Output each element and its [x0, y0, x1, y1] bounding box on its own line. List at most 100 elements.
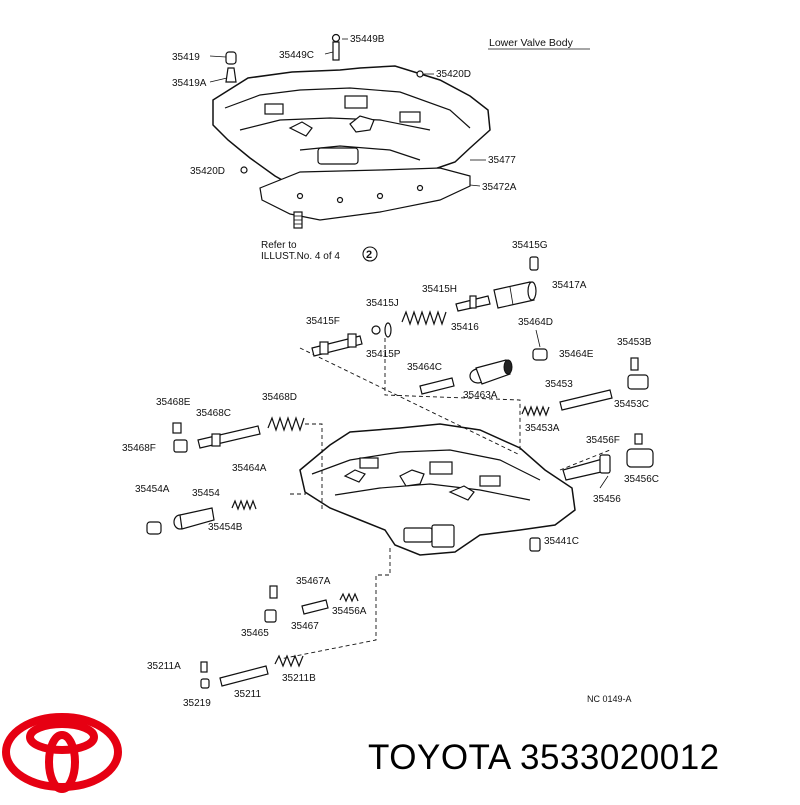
plug-icon: [146, 521, 162, 535]
lower-valve-body: [299, 423, 576, 556]
separator-plate: [259, 167, 471, 221]
label-35468D: 35468D: [262, 392, 297, 403]
label-35477: 35477: [488, 155, 516, 166]
refer-line2: ILLUST.No. 4 of 4: [261, 251, 340, 262]
assembly-line: [274, 548, 391, 661]
label-35415P: 35415P: [366, 349, 401, 360]
brand-line: TOYOTA 3533020012: [368, 738, 720, 778]
part-number: 3533020012: [519, 738, 720, 777]
brand-name: TOYOTA: [368, 738, 510, 777]
label-35420D-left: 35420D: [190, 166, 225, 177]
spring-icon: [521, 405, 550, 417]
valve-icon: [197, 425, 261, 449]
label-35415H: 35415H: [422, 284, 457, 295]
drawing-code: NC 0149-A: [587, 694, 632, 704]
label-35464C: 35464C: [407, 362, 442, 373]
label-35219: 35219: [183, 698, 211, 709]
pin-icon: [634, 433, 643, 445]
label-35453B: 35453B: [617, 337, 652, 348]
assembly-line: [299, 347, 521, 456]
label-35416: 35416: [451, 322, 479, 333]
bolt-icon: [293, 211, 303, 229]
label-35464E: 35464E: [559, 349, 594, 360]
label-35211: 35211: [234, 689, 262, 700]
toyota-logo: [2, 713, 122, 793]
pin-icon: [269, 585, 278, 599]
sleeve-icon: [493, 281, 537, 309]
check-ball-icon: [209, 51, 237, 83]
plug-icon: [240, 166, 248, 174]
sleeve-icon: [627, 374, 649, 390]
valve-icon: [562, 454, 611, 481]
label-35456A: 35456A: [332, 606, 367, 617]
spring-icon: [339, 592, 359, 603]
label-35456F: 35456F: [586, 435, 620, 446]
pin-icon: [324, 33, 348, 61]
spring-seat-icon: [529, 256, 539, 271]
assembly-line: [305, 423, 323, 512]
label-35420D-top: 35420D: [436, 69, 471, 80]
label-35454B: 35454B: [208, 522, 243, 533]
refer-line1: Refer to: [261, 240, 297, 251]
spring-icon: [401, 310, 447, 326]
label-35417A: 35417A: [552, 280, 587, 291]
spring-icon: [231, 499, 257, 511]
valve-icon: [219, 665, 269, 687]
pin-icon: [200, 661, 208, 673]
label-35468C: 35468C: [196, 408, 231, 419]
label-35454: 35454: [192, 488, 220, 499]
label-35211A: 35211A: [147, 661, 181, 672]
valve-icon: [469, 359, 513, 385]
plug-icon: [532, 348, 548, 361]
label-35456: 35456: [593, 494, 621, 505]
diagram-title: Lower Valve Body: [489, 37, 574, 49]
plug-icon: [529, 537, 541, 552]
label-35453C: 35453C: [614, 399, 649, 410]
label-35464D: 35464D: [518, 317, 553, 328]
upper-valve-body: [212, 65, 491, 195]
plug-icon: [264, 609, 277, 623]
label-35449C: 35449C: [279, 50, 314, 61]
label-35467A: 35467A: [296, 576, 331, 587]
refer-circle-number: 2: [366, 249, 372, 261]
assembly-line: [559, 449, 611, 471]
sleeve-icon: [173, 439, 188, 453]
label-35456C: 35456C: [624, 474, 659, 485]
plunger-icon: [311, 333, 363, 357]
spring-icon: [274, 654, 304, 668]
label-35441C: 35441C: [544, 536, 579, 547]
washer-icon: [384, 322, 392, 338]
label-35472A: 35472A: [482, 182, 517, 193]
label-35468F: 35468F: [122, 443, 156, 454]
valve-icon: [559, 389, 613, 411]
plug-icon: [200, 678, 210, 689]
plug-icon: [172, 422, 182, 434]
label-35419A: 35419A: [172, 78, 207, 89]
label-35463A: 35463A: [463, 390, 498, 401]
valve-icon: [301, 599, 329, 615]
label-35453: 35453: [545, 379, 573, 390]
label-35211B: 35211B: [282, 673, 316, 684]
label-35415J: 35415J: [366, 298, 399, 309]
clip-icon: [371, 325, 381, 335]
label-35419: 35419: [172, 52, 200, 63]
valve-icon: [173, 507, 215, 530]
refer-circle: [362, 246, 378, 262]
valve-icon: [455, 295, 491, 312]
label-35453A: 35453A: [525, 423, 560, 434]
label-35468E: 35468E: [156, 397, 191, 408]
label-35465: 35465: [241, 628, 269, 639]
label-35415G: 35415G: [512, 240, 548, 251]
spring-icon: [267, 416, 305, 432]
assembly-line: [384, 338, 521, 450]
label-35449B: 35449B: [350, 34, 385, 45]
label-35454A: 35454A: [135, 484, 170, 495]
label-35464A: 35464A: [232, 463, 267, 474]
sleeve-icon: [626, 448, 654, 468]
pin-icon: [630, 357, 639, 371]
label-35467: 35467: [291, 621, 319, 632]
label-35415F: 35415F: [306, 316, 340, 327]
plug-icon: [416, 70, 424, 78]
valve-icon: [419, 377, 455, 395]
